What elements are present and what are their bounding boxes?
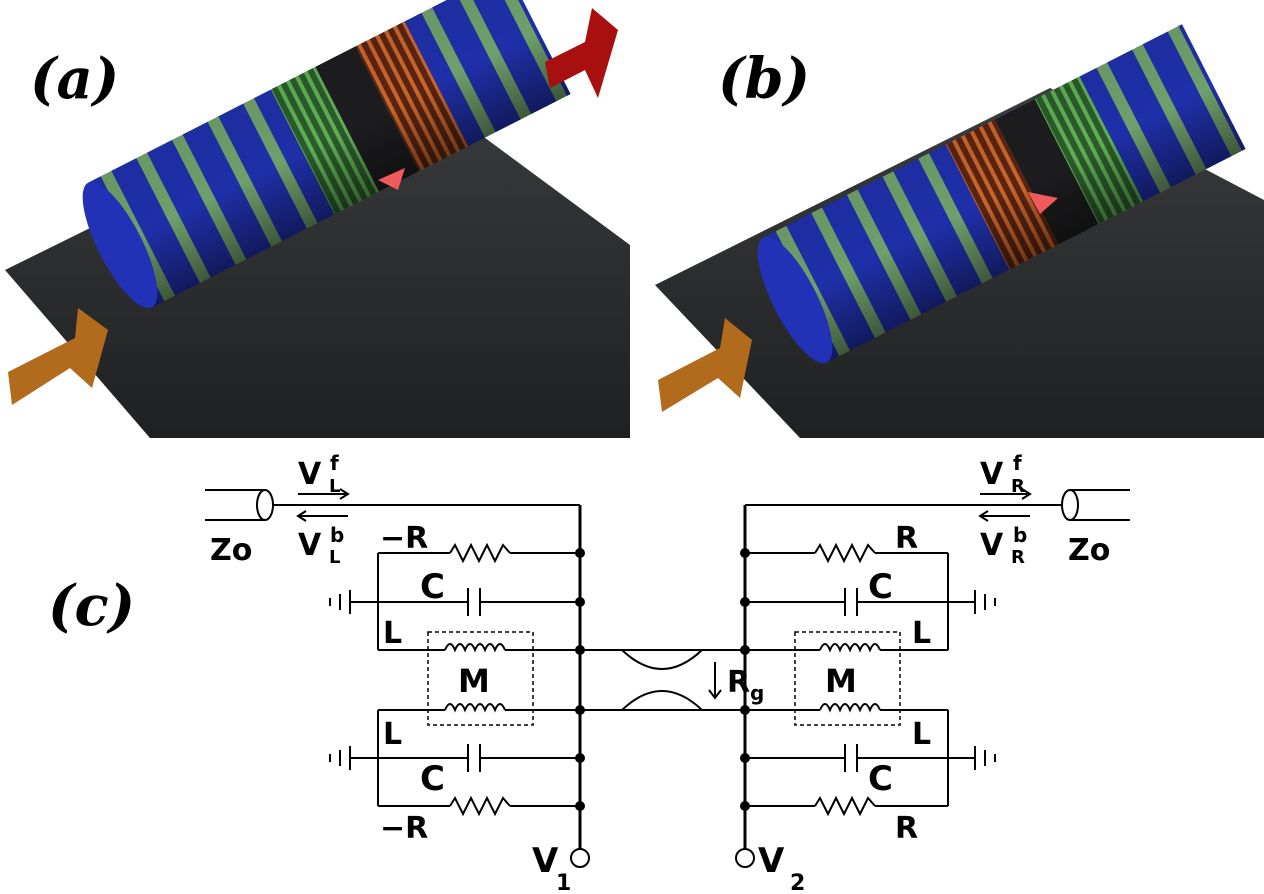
- right-mutual-label: M: [825, 662, 857, 700]
- vr-backward-sup: b: [1013, 523, 1027, 547]
- gap-coupling: [580, 649, 745, 711]
- vl-backward-label: V: [298, 528, 322, 563]
- vr-backward-label: V: [980, 528, 1004, 563]
- panel-label-c: (c): [48, 573, 135, 639]
- v2-terminal: [735, 848, 755, 868]
- left-top-neg-r-label: −R: [380, 521, 428, 556]
- left-mutual-box: [427, 631, 534, 726]
- v1-terminal: [570, 848, 590, 868]
- v1-sub: 1: [556, 871, 571, 894]
- panel-label-b: (b): [718, 46, 810, 112]
- vr-backward-sub: R: [1011, 547, 1025, 568]
- vl-backward-sub: L: [329, 547, 340, 568]
- right-bottom-r-label: R: [895, 811, 918, 846]
- right-bottom-c-label: C: [868, 759, 893, 799]
- right-mutual-box: [794, 631, 901, 726]
- right-transmission-line: [745, 488, 1130, 522]
- input-arrow-b: [658, 318, 752, 412]
- v1-label: V: [532, 841, 559, 881]
- vl-backward-sup: b: [330, 523, 344, 547]
- v2-label: V: [758, 841, 785, 881]
- left-bottom-rlc: [329, 703, 580, 817]
- right-bottom-rlc: [745, 703, 996, 817]
- panel-label-a: (a): [30, 46, 119, 112]
- left-top-l-label: L: [383, 616, 402, 651]
- z0-left-label: Zo: [210, 533, 252, 568]
- left-mutual-label: M: [458, 662, 490, 700]
- right-top-r-label: R: [895, 521, 918, 556]
- vr-forward-sub: R: [1011, 476, 1025, 497]
- v2-sub: 2: [790, 871, 805, 894]
- input-arrow-a: [8, 308, 108, 405]
- junction-dots: [575, 548, 750, 811]
- right-top-c-label: C: [868, 567, 893, 607]
- right-bottom-l-label: L: [912, 717, 931, 752]
- cylinder-b: [757, 24, 1246, 364]
- panel-a: (a): [5, 0, 630, 438]
- right-top-rlc: [745, 542, 996, 653]
- panel-b: (b): [655, 24, 1264, 438]
- vr-forward-label: V: [980, 457, 1004, 492]
- panel-c-circuit: (c) V L f V L b Zo V: [48, 451, 1130, 894]
- left-transmission-line: [205, 488, 580, 522]
- cylinder-a: [82, 0, 571, 309]
- vl-forward-sub: L: [329, 476, 340, 497]
- vl-forward-label: V: [298, 457, 322, 492]
- left-top-rlc: [329, 542, 580, 653]
- left-bottom-l-label: L: [383, 717, 402, 752]
- left-bottom-c-label: C: [420, 759, 445, 799]
- left-bottom-neg-r-label: −R: [380, 811, 428, 846]
- vr-forward-sup: f: [1013, 451, 1022, 475]
- triangle-marker-b: [1028, 192, 1058, 214]
- right-top-l-label: L: [912, 616, 931, 651]
- rg-label: R: [727, 665, 750, 700]
- output-arrow-a: [545, 8, 618, 98]
- vl-forward-sup: f: [330, 451, 339, 475]
- triangle-marker-a: [378, 168, 405, 190]
- z0-right-label: Zo: [1068, 533, 1110, 568]
- rg-sub: g: [750, 681, 764, 705]
- ground-plate-a: [5, 75, 630, 438]
- left-top-c-label: C: [420, 567, 445, 607]
